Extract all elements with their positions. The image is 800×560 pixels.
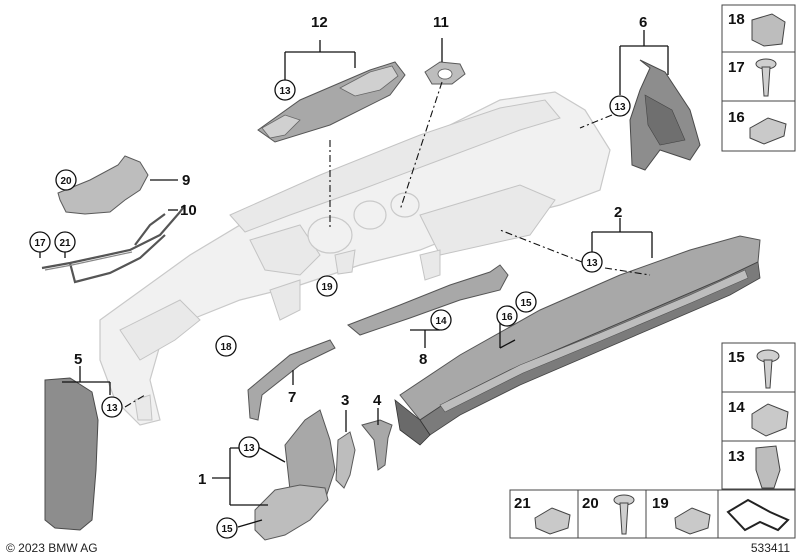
- callout-4: 4: [373, 392, 382, 409]
- svg-text:18: 18: [728, 11, 745, 28]
- legend-item-20: 20: [582, 494, 635, 535]
- svg-text:13: 13: [279, 86, 291, 97]
- circle-ref-18: 18: [215, 335, 237, 357]
- callout-10: 10: [180, 202, 197, 219]
- nut-21-icon: [534, 507, 571, 535]
- callout-numbers: 1 2 3 4 5 6 7 8 9 10 11 12: [74, 14, 647, 488]
- part-4-small-trim: [361, 419, 393, 471]
- legend-mid-right: 15 14 13: [721, 342, 796, 490]
- circle-ref-19: 19: [316, 275, 338, 297]
- legend-item-21: 21: [514, 495, 571, 535]
- legend-item-17: 17: [728, 58, 777, 97]
- circle-ref-13-part5: 13: [101, 396, 123, 418]
- part-1-lower-panel: [254, 409, 336, 541]
- callout-3: 3: [341, 392, 349, 409]
- callout-5: 5: [74, 351, 82, 368]
- svg-text:19: 19: [652, 495, 669, 512]
- arrow-symbol-icon: [726, 498, 790, 532]
- svg-text:13: 13: [614, 102, 626, 113]
- callout-1: 1: [198, 471, 206, 488]
- svg-text:14: 14: [728, 399, 745, 416]
- circle-ref-21-part10: 21: [54, 231, 76, 253]
- part-11-bezel: [424, 61, 466, 85]
- svg-text:13: 13: [106, 403, 118, 414]
- clip-14-icon: [751, 403, 789, 437]
- legend-item-16: 16: [728, 109, 787, 145]
- callout-2: 2: [614, 204, 622, 221]
- circle-ref-15-part1: 15: [216, 517, 238, 539]
- svg-text:13: 13: [586, 258, 598, 269]
- circle-ref-13-part2: 13: [581, 251, 603, 273]
- part-10-bracket-frame: [41, 204, 186, 284]
- part-8-trim-strip: [347, 264, 509, 336]
- instrument-panel-carrier: [99, 91, 611, 426]
- svg-text:21: 21: [59, 238, 71, 249]
- svg-text:15: 15: [728, 349, 745, 366]
- svg-text:13: 13: [728, 448, 745, 465]
- callout-6: 6: [639, 14, 647, 31]
- part-12-upper-trim: [257, 61, 406, 143]
- callout-7: 7: [288, 389, 296, 406]
- svg-text:15: 15: [520, 298, 532, 309]
- legend-item-19: 19: [652, 495, 711, 535]
- circle-ref-17-part10: 17: [29, 231, 51, 253]
- callout-12: 12: [311, 14, 328, 31]
- clip-13-icon: [755, 445, 781, 489]
- circled-references: 13 13 13 13 13 20 17 21: [29, 79, 631, 539]
- legend-top-right: 18 17 16: [721, 4, 796, 152]
- callout-8: 8: [419, 351, 427, 368]
- circle-ref-13-part1: 13: [238, 436, 260, 458]
- part-3-clip-panel: [335, 431, 356, 489]
- legend-item-13: 13: [728, 445, 781, 489]
- callout-9: 9: [182, 172, 190, 189]
- svg-text:15: 15: [221, 524, 233, 535]
- circle-ref-14-part8: 14: [430, 309, 452, 331]
- circle-ref-13-part6: 13: [609, 95, 631, 117]
- legend-item-18: 18: [728, 11, 786, 47]
- legend-item-arrow: [726, 498, 790, 532]
- circle-ref-13-part12: 13: [274, 79, 296, 101]
- circle-ref-20-part9: 20: [55, 169, 77, 191]
- part-7-trim-strip: [247, 339, 336, 421]
- svg-text:17: 17: [34, 238, 46, 249]
- part-5-side-trim-left: [44, 377, 99, 531]
- svg-text:21: 21: [514, 495, 531, 512]
- copyright-text: © 2023 BMW AG: [6, 541, 98, 555]
- callout-11: 11: [433, 14, 449, 31]
- svg-text:17: 17: [728, 59, 745, 76]
- svg-text:14: 14: [435, 316, 447, 327]
- part-9-bracket: [57, 155, 149, 215]
- legend-item-15: 15: [728, 349, 780, 389]
- svg-text:13: 13: [243, 443, 255, 454]
- circle-ref-16-part8: 16: [496, 305, 518, 327]
- figure-number: 533411: [750, 541, 790, 555]
- nut-16-icon: [749, 117, 787, 145]
- svg-text:19: 19: [321, 282, 333, 293]
- svg-text:16: 16: [728, 109, 745, 126]
- svg-text:18: 18: [220, 342, 232, 353]
- nut-19-icon: [674, 507, 711, 535]
- svg-text:16: 16: [501, 312, 513, 323]
- svg-text:20: 20: [582, 495, 599, 512]
- clip-18-icon: [751, 13, 786, 47]
- part-6-side-trim-right: [629, 59, 701, 171]
- legend-bottom: 21 20 19: [509, 489, 796, 539]
- legend-item-14: 14: [728, 399, 789, 437]
- part-2-trim-panel: [394, 235, 761, 446]
- circle-ref-15-part8: 15: [515, 291, 537, 313]
- svg-text:20: 20: [60, 176, 72, 187]
